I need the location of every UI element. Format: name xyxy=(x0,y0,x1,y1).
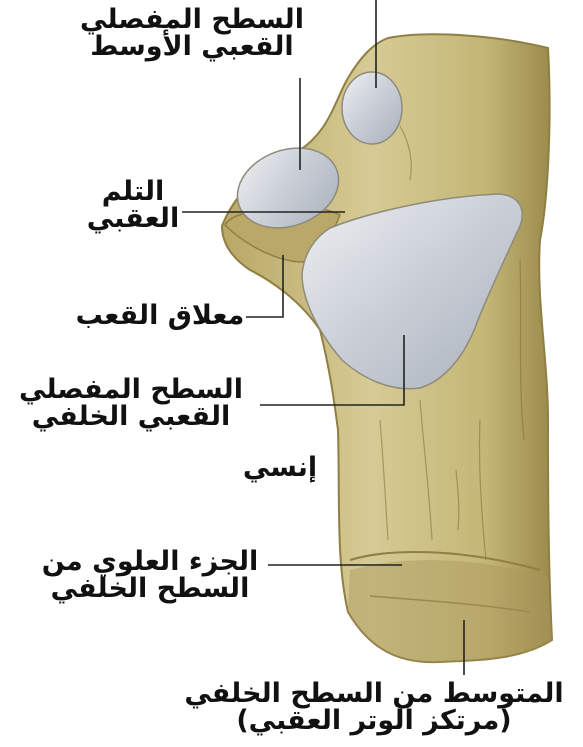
label-upper-posterior-surface-line2: السطح الخلفي xyxy=(30,575,270,602)
label-calcaneal-sulcus: التلم العقبي xyxy=(78,178,188,232)
label-middle-posterior-surface-line2: (مرتكز الوتر العقبي) xyxy=(168,707,580,734)
middle-talar-facet-upper xyxy=(342,72,402,144)
label-middle-talar-facet-line2: القعبي الأوسط xyxy=(72,33,312,60)
label-upper-posterior-surface-line1: الجزء العلوي من xyxy=(30,548,270,575)
label-calcaneal-sulcus-line2: العقبي xyxy=(78,205,188,232)
label-upper-posterior-surface: الجزء العلوي من السطح الخلفي xyxy=(30,548,270,602)
label-posterior-talar-facet-line2: القعبي الخلفي xyxy=(4,403,258,430)
label-calcaneal-sulcus-line1: التلم xyxy=(78,178,188,205)
label-middle-posterior-surface: المتوسط من السطح الخلفي (مرتكز الوتر الع… xyxy=(168,680,580,734)
label-middle-talar-facet: السطح المفصلي القعبي الأوسط xyxy=(72,6,312,60)
label-sustentaculum-tali-text: معلاق القعب xyxy=(70,302,250,329)
label-posterior-talar-facet: السطح المفصلي القعبي الخلفي xyxy=(4,376,258,430)
label-middle-posterior-surface-line1: المتوسط من السطح الخلفي xyxy=(168,680,580,707)
label-middle-talar-facet-line1: السطح المفصلي xyxy=(72,6,312,33)
label-sustentaculum-tali: معلاق القعب xyxy=(70,302,250,329)
label-medial: إنسي xyxy=(230,454,330,481)
label-posterior-talar-facet-line1: السطح المفصلي xyxy=(4,376,258,403)
label-medial-text: إنسي xyxy=(230,454,330,481)
